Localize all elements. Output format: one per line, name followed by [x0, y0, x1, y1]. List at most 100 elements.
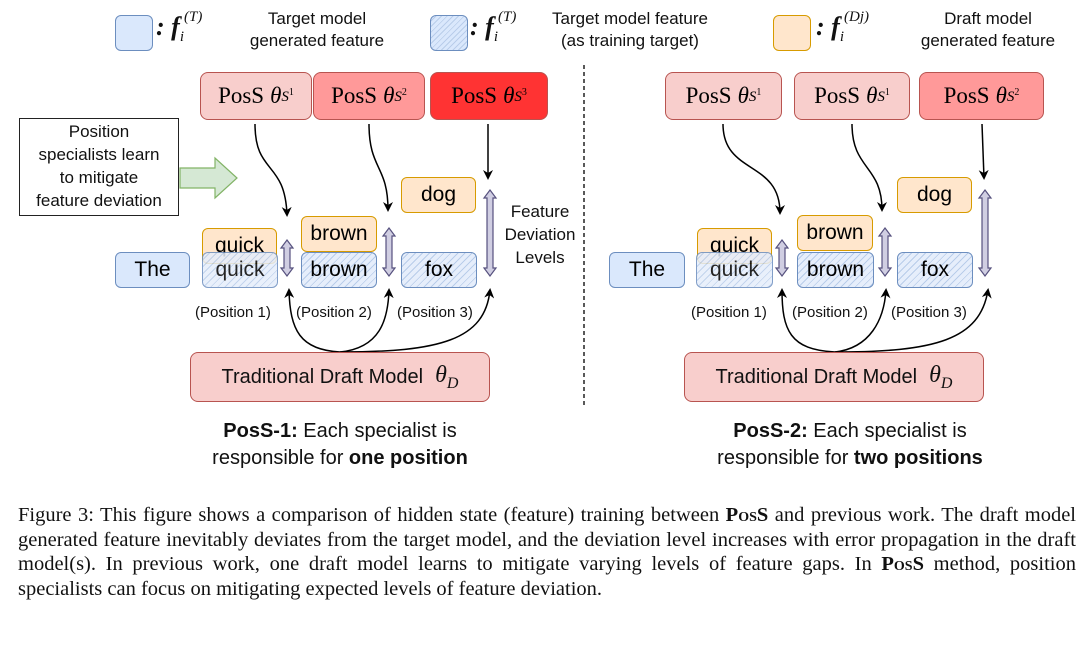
legend-f: f	[171, 12, 180, 41]
deviation-arrow-pos1	[279, 239, 295, 277]
legend-colon: :	[816, 12, 825, 41]
draft-model-box: Traditional Draft Model θD	[190, 352, 490, 402]
legend-sub: i	[493, 29, 499, 46]
specialist-sub: S	[394, 88, 402, 105]
legend-swatch-target-generated	[115, 15, 153, 51]
connector-draft-pos1	[284, 288, 341, 353]
figure-caption-label: Figure 3:	[18, 504, 94, 526]
specialist-theta: θ	[737, 83, 749, 108]
legend-colon: :	[470, 12, 479, 41]
legend-label-draft-generated: Draft model generated feature	[908, 8, 1068, 52]
position-label: (Position 2)	[792, 304, 868, 321]
token-context: The	[609, 252, 685, 288]
side-note-box: Position specialists learn to mitigate f…	[19, 118, 179, 216]
connector-s2-pos2	[368, 123, 393, 212]
legend-label-line: Target model feature	[552, 9, 708, 28]
figure-caption: Figure 3: This figure shows a comparison…	[18, 503, 1076, 601]
specialist-prefix: PosS	[218, 83, 265, 108]
specialist-theta: θ	[866, 83, 878, 108]
legend-sup: (T)	[498, 9, 517, 26]
specialist-sup: 3	[521, 86, 527, 98]
panel-caption: PosS-1: Each specialist is responsible f…	[170, 418, 510, 472]
specialist-sub: S	[877, 88, 885, 105]
draft-model-sub: D	[940, 374, 953, 392]
specialist-theta: θ	[270, 83, 282, 108]
draft-model-theta: θ	[435, 361, 447, 388]
panel-caption-bold: PosS-2:	[733, 420, 808, 442]
feature-deviation-label: Feature Deviation Levels	[500, 200, 580, 269]
legend-swatch-draft-generated	[773, 15, 811, 51]
token-draft-3: dog	[897, 177, 972, 213]
specialist-sub: S	[1006, 88, 1015, 105]
panel-caption-bold: PosS-1:	[223, 420, 298, 442]
connector-s1a-pos1	[722, 123, 785, 215]
legend-label-line: Target model	[267, 9, 367, 28]
token-text: quick	[709, 234, 760, 257]
specialist-prefix: PosS	[814, 83, 861, 108]
figure-caption-method: PosS	[725, 504, 769, 526]
position-label: (Position 1)	[691, 304, 767, 321]
connector-draft-pos2	[339, 288, 394, 353]
token-text: quick	[709, 258, 760, 281]
legend-symbol-target-generated: : fi(T)	[156, 9, 202, 46]
token-draft-2: brown	[301, 216, 377, 252]
figure-caption-text: method, position specialists can focus o…	[18, 553, 1076, 600]
token-text: dog	[420, 183, 457, 206]
legend-label-line: (as training target)	[561, 31, 699, 50]
draft-model-label: Traditional Draft Model	[715, 365, 918, 388]
token-text: quick	[214, 234, 265, 257]
legend-label-line: Draft model	[944, 9, 1032, 28]
side-note-line: Position	[68, 122, 130, 141]
fdl-line: Levels	[515, 248, 565, 267]
specialist-theta: θ	[503, 83, 515, 108]
token-target-3: fox	[897, 252, 973, 288]
position-label: (Position 3)	[891, 304, 967, 321]
token-text: brown	[806, 258, 865, 281]
panel-caption-text: Each specialist is	[297, 420, 457, 442]
token-context: The	[115, 252, 190, 288]
connector-s1-pos1	[254, 123, 292, 217]
legend-sup: (Dj)	[844, 9, 870, 26]
panel-caption-bold: two positions	[853, 447, 983, 469]
connector-draft2-pos3	[834, 288, 992, 353]
specialist-prefix: PosS	[451, 83, 498, 108]
side-arrow	[179, 156, 238, 200]
draft-model-theta: θ	[929, 361, 941, 388]
connector-draft-pos3	[339, 288, 495, 353]
fdl-line: Deviation	[504, 225, 576, 244]
specialist-theta: θ	[383, 83, 395, 108]
legend-label-line: generated feature	[249, 31, 385, 50]
panel-caption-bold: one position	[348, 447, 468, 469]
draft-model-box: Traditional Draft Model θD	[684, 352, 984, 402]
specialist-prefix: PosS	[943, 83, 990, 108]
draft-model-label: Traditional Draft Model	[221, 365, 424, 388]
side-note-line: to mitigate	[59, 168, 139, 187]
figure-caption-text: and previous work. The draft model gener…	[18, 504, 1076, 576]
position-label: (Position 3)	[397, 304, 473, 321]
token-target-1: quick	[696, 252, 773, 288]
legend-label-line: generated feature	[920, 31, 1056, 50]
deviation-arrow-pos3	[977, 189, 993, 277]
figure-caption-method: PosS	[881, 553, 924, 576]
token-text: fox	[920, 258, 949, 281]
legend-symbol-draft-generated: : fi(Dj)	[816, 9, 870, 46]
legend-sub: i	[179, 29, 185, 46]
specialist-prefix: PosS	[331, 83, 378, 108]
legend-colon: :	[156, 12, 165, 41]
token-text: dog	[916, 183, 953, 206]
legend-label-target-training: Target model feature (as training target…	[532, 8, 728, 52]
token-target-2: brown	[797, 252, 874, 288]
specialist-sup: 1	[288, 86, 294, 98]
draft-model-sub: D	[446, 374, 459, 392]
specialist-sup: 1	[756, 86, 762, 98]
connector-draft2-pos2	[834, 288, 891, 353]
legend-swatch-target-training	[430, 15, 468, 51]
panel-caption-text: Each specialist is	[807, 420, 967, 442]
position-label: (Position 1)	[195, 304, 271, 321]
